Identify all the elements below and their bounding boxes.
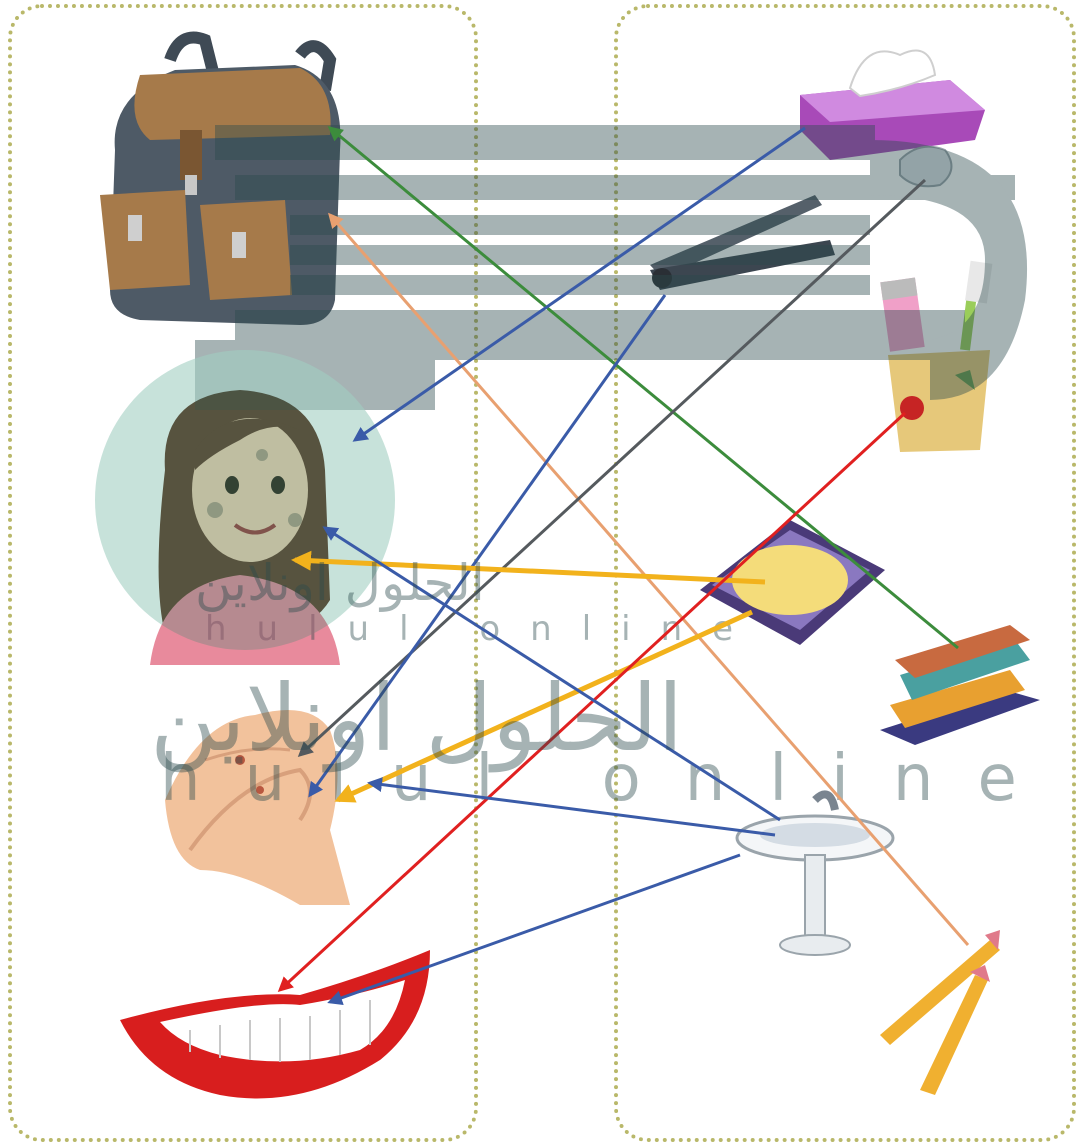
arrow-sink-to-mouth — [330, 855, 740, 1002]
pencils-image — [880, 930, 1000, 1095]
books-image — [880, 625, 1040, 745]
watermark-arabic-small: الحلول اونلاين — [195, 554, 485, 613]
sink-image — [737, 794, 893, 955]
smiling-mouth-image — [120, 950, 430, 1098]
watermark-arabic-large: الحلول اونلاين — [150, 665, 683, 773]
